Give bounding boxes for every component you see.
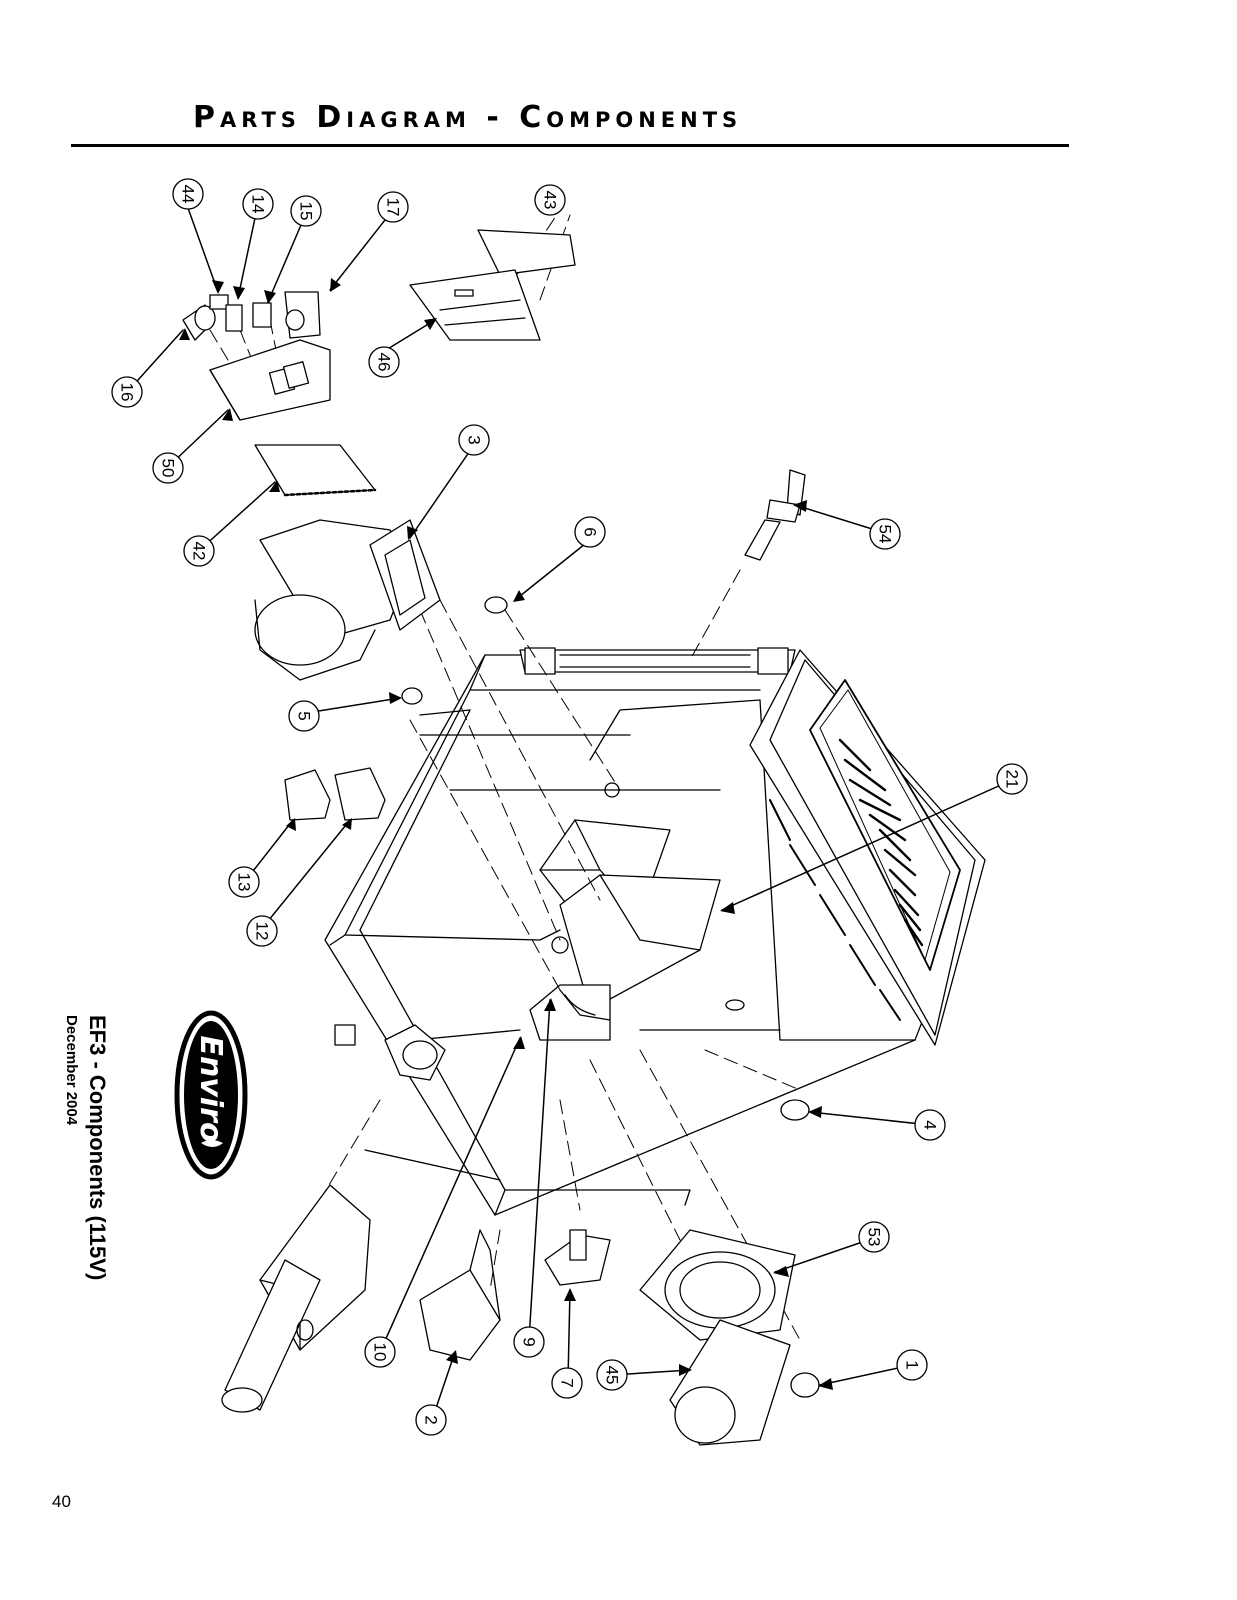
- callout-3: 3: [458, 424, 490, 456]
- top-rail: [519, 647, 796, 675]
- caption-model: EF3 - Components (115V): [85, 1015, 110, 1281]
- svg-text:5: 5: [295, 711, 314, 720]
- combustion-blower: [254, 519, 441, 681]
- callout-6: 6: [574, 516, 606, 548]
- svg-text:46: 46: [375, 353, 394, 372]
- exhaust-fan: [639, 1229, 796, 1446]
- callout-13: 13: [228, 866, 260, 898]
- sensors: [401, 596, 820, 1398]
- callout-17: 17: [377, 191, 409, 223]
- flame-icon: [201, 1140, 223, 1147]
- callout-2: 2: [415, 1404, 447, 1436]
- callout-46: 46: [368, 346, 400, 378]
- svg-text:4: 4: [921, 1120, 940, 1129]
- callout-45: 45: [596, 1359, 628, 1391]
- callout-44: 44: [172, 178, 204, 210]
- callout-labels: 44 14 15 17 43 46 16 50 42 3 6 54 5 13 1…: [111, 178, 1028, 1436]
- callout-12: 12: [246, 915, 278, 947]
- svg-text:15: 15: [297, 202, 316, 221]
- igniter: [744, 469, 806, 561]
- control-panel: [209, 339, 377, 497]
- arrowheads: [179, 278, 833, 1390]
- svg-text:12: 12: [253, 922, 272, 941]
- callout-14: 14: [242, 188, 274, 220]
- door-panel: [749, 649, 986, 1046]
- enviro-logo: Enviro: [174, 1010, 248, 1180]
- title-rule: [71, 144, 1069, 147]
- svg-text:16: 16: [118, 383, 137, 402]
- svg-text:7: 7: [558, 1378, 577, 1387]
- callout-15: 15: [290, 195, 322, 227]
- callout-53: 53: [858, 1221, 890, 1253]
- page-number: 40: [52, 1492, 71, 1511]
- callout-43: 43: [534, 184, 566, 216]
- relays: [284, 767, 386, 821]
- svg-text:50: 50: [159, 459, 178, 478]
- callout-4: 4: [914, 1109, 946, 1141]
- svg-text:1: 1: [903, 1360, 922, 1369]
- auger-motor: [419, 1229, 501, 1361]
- flue-collar: [384, 1024, 446, 1081]
- page-title: Parts Diagram - Components: [193, 100, 743, 135]
- callout-16: 16: [111, 376, 143, 408]
- svg-text:13: 13: [235, 873, 254, 892]
- svg-text:42: 42: [190, 542, 209, 561]
- callout-42: 42: [183, 535, 215, 567]
- svg-text:21: 21: [1003, 770, 1022, 789]
- logo-wordmark: Enviro: [193, 1035, 228, 1142]
- svg-text:17: 17: [384, 198, 403, 217]
- svg-text:44: 44: [179, 185, 198, 204]
- callout-1: 1: [896, 1349, 928, 1381]
- diagram-caption: EF3 - Components (115V) December 2004: [40, 1015, 110, 1445]
- control-board-box: [409, 229, 576, 341]
- leader-lines: [128, 207, 1013, 1421]
- svg-text:43: 43: [541, 191, 560, 210]
- callout-7: 7: [551, 1367, 583, 1399]
- exhaust-pipe: [221, 1184, 371, 1413]
- control-module: [544, 1229, 611, 1286]
- hopper: [529, 782, 745, 1041]
- svg-text:2: 2: [422, 1415, 441, 1424]
- callout-21: 21: [996, 763, 1028, 795]
- callout-5: 5: [288, 700, 320, 732]
- svg-text:6: 6: [581, 527, 600, 536]
- svg-text:3: 3: [465, 435, 484, 444]
- switches: [182, 291, 321, 341]
- callout-10: 10: [364, 1336, 396, 1368]
- bracket-part: [334, 1024, 356, 1046]
- callout-9: 9: [513, 1326, 545, 1358]
- svg-text:9: 9: [520, 1337, 539, 1346]
- caption-date: December 2004: [63, 1015, 80, 1126]
- callout-54: 54: [869, 518, 901, 550]
- svg-text:10: 10: [371, 1343, 390, 1362]
- svg-text:54: 54: [876, 525, 895, 544]
- svg-text:14: 14: [249, 195, 268, 214]
- svg-text:45: 45: [603, 1366, 622, 1385]
- svg-text:53: 53: [865, 1228, 884, 1247]
- callout-50: 50: [152, 452, 184, 484]
